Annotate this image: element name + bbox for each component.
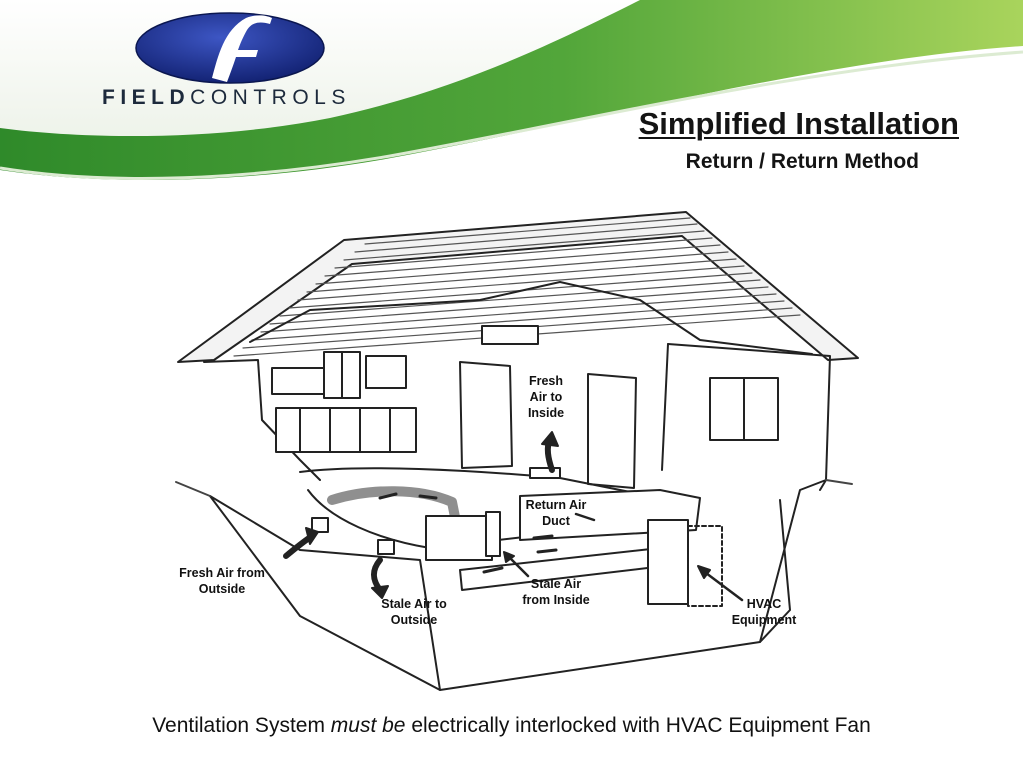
stale-air-pointer bbox=[506, 554, 530, 578]
hvac-pointer bbox=[700, 568, 744, 602]
label-stale-air-to-outside: Stale Air to Outside bbox=[381, 597, 447, 627]
caption-emphasis: must be bbox=[330, 714, 406, 737]
brand-name: FIELDCONTROLS bbox=[102, 86, 351, 110]
house-ventilation-diagram bbox=[175, 211, 859, 691]
brand-name-bold: FIELD bbox=[102, 86, 191, 109]
label-fresh-air-from-outside: Fresh Air from Outside bbox=[179, 566, 265, 596]
footer-caption: Ventilation System must be electrically … bbox=[0, 714, 1023, 738]
roof bbox=[177, 211, 859, 363]
caption-before: Ventilation System bbox=[152, 714, 331, 737]
label-fresh-air-to-inside: Fresh Air to Inside bbox=[527, 374, 565, 420]
page-subtitle: Return / Return Method bbox=[685, 150, 919, 173]
label-hvac-equipment: HVAC Equipment bbox=[731, 597, 797, 627]
label-return-air-duct: Return Air Duct bbox=[525, 498, 587, 528]
return-air-pointer bbox=[574, 512, 596, 522]
page-title: Simplified Installation bbox=[638, 106, 959, 141]
right-wall bbox=[667, 343, 831, 491]
fresh-air-duct bbox=[327, 486, 461, 527]
field-controls-logo: f bbox=[135, 12, 325, 84]
label-stale-air-from-inside: Stale Air from Inside bbox=[522, 577, 590, 607]
brand-name-light: CONTROLS bbox=[190, 86, 351, 109]
caption-after: electrically interlocked with HVAC Equip… bbox=[405, 714, 871, 737]
stale-air-outlet-arrow bbox=[371, 557, 383, 593]
left-wall bbox=[203, 359, 321, 481]
